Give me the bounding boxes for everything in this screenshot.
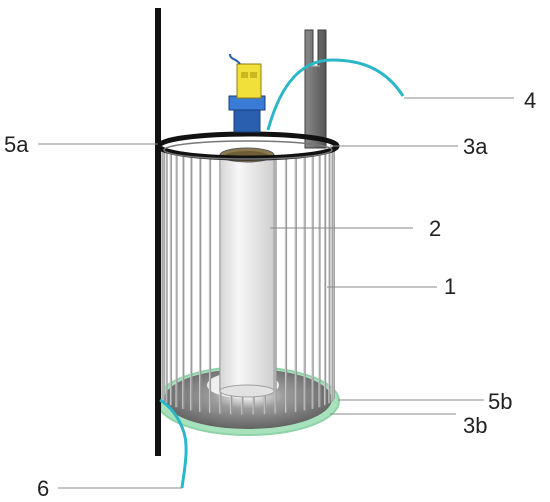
cable-4 [266, 58, 405, 131]
label-5a: 5a [4, 132, 29, 157]
leader-lines [38, 97, 514, 489]
label-4: 4 [524, 88, 536, 113]
cage-bars [161, 150, 335, 415]
central-tube-2 [219, 147, 275, 398]
label-3b: 3b [463, 413, 487, 438]
support-rod [155, 8, 161, 456]
bracket [304, 29, 327, 149]
label-3a: 3a [463, 134, 488, 159]
label-2: 2 [429, 216, 441, 241]
label-1: 1 [444, 274, 456, 299]
label-5b: 5b [488, 389, 512, 414]
base-plate-3b [156, 366, 340, 436]
connector [228, 53, 266, 133]
cable-6 [159, 398, 188, 489]
label-6: 6 [37, 476, 49, 501]
